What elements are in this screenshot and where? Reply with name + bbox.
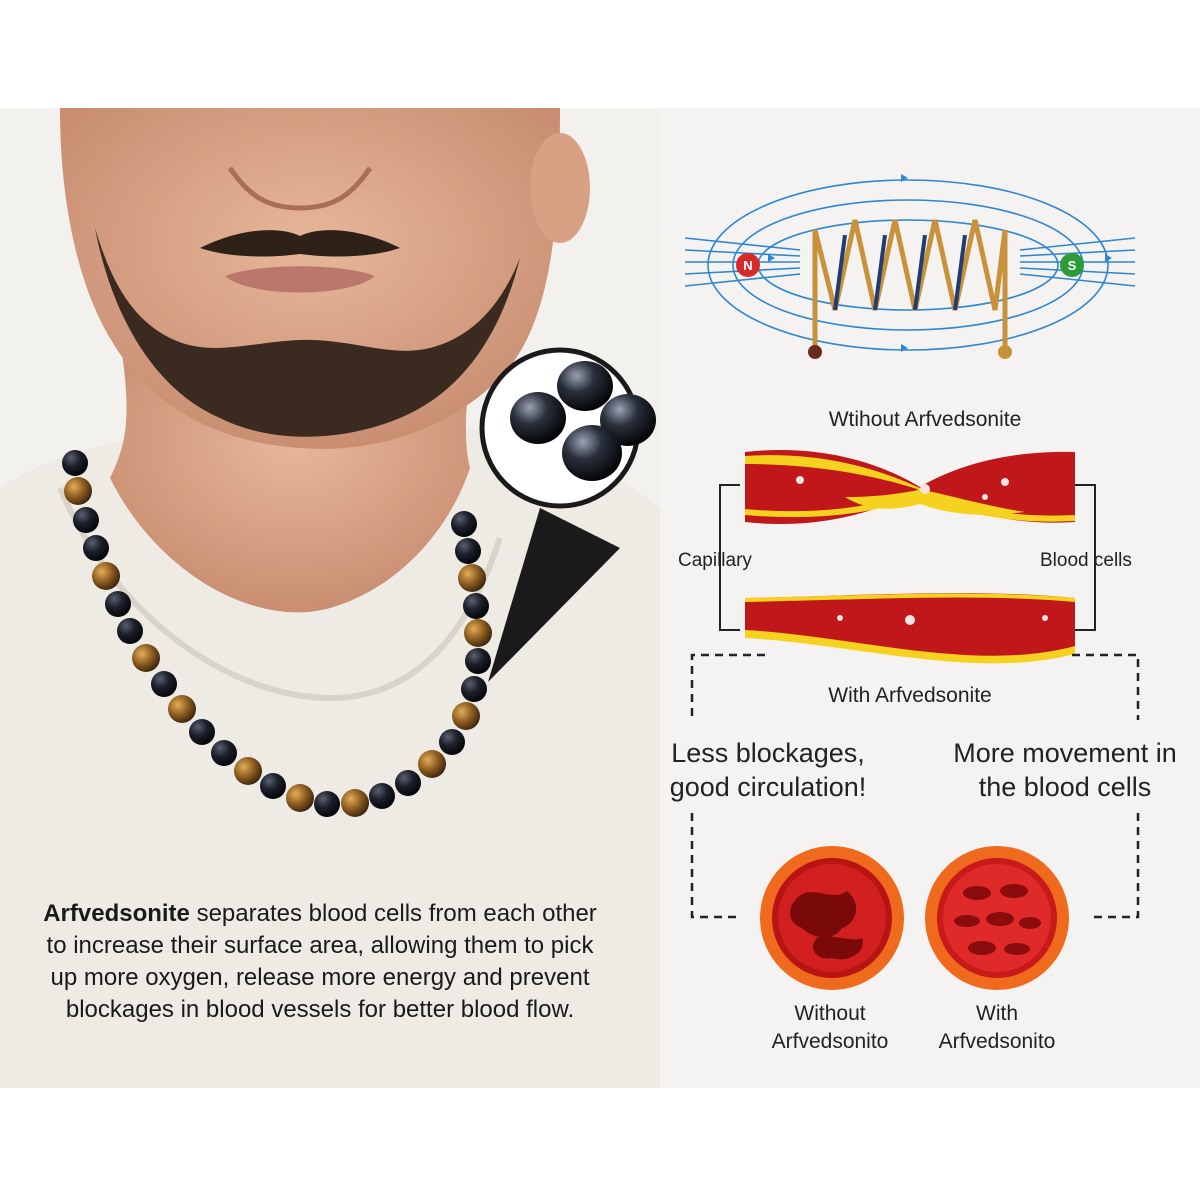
model-photo bbox=[0, 108, 660, 1088]
circle-left-caption: Without Arfvedsonito bbox=[745, 1000, 915, 1056]
stones-callout bbox=[479, 347, 656, 509]
description-rest: separates blood cells from each other to… bbox=[46, 900, 597, 1023]
benefit-left: Less blockages, good circulation! bbox=[669, 738, 867, 802]
without-label-top: Wtihout Arfvedsonite bbox=[828, 408, 1022, 431]
connector-lines bbox=[690, 484, 1140, 919]
circle-left-line2: Arfvedsonito bbox=[771, 1030, 889, 1053]
magnetic-field-diagram: N S bbox=[684, 174, 1136, 359]
blocked-vessel bbox=[745, 450, 1075, 525]
circle-left-line1: Without bbox=[794, 1002, 866, 1025]
capillary-label: Capillary bbox=[678, 550, 752, 571]
clear-vessel bbox=[745, 593, 1075, 664]
blood-cells-label: Blood cells bbox=[1040, 550, 1132, 571]
circle-right-line1: With bbox=[976, 1002, 1018, 1025]
cross-section-with bbox=[925, 846, 1069, 990]
benefit-right: More movement in the blood cells bbox=[953, 738, 1177, 802]
with-label-mid: With Arfvedsonite bbox=[828, 684, 992, 707]
description-text: Arfvedsonite separates blood cells from … bbox=[30, 898, 610, 1026]
cross-section-without bbox=[760, 846, 904, 990]
north-pole-label: N bbox=[743, 258, 752, 273]
description-bold: Arfvedsonite bbox=[43, 900, 190, 927]
necklace bbox=[62, 450, 492, 817]
south-pole-label: S bbox=[1068, 258, 1077, 273]
circle-right-line2: Arfvedsonito bbox=[938, 1030, 1056, 1053]
circle-right-caption: With Arfvedsonito bbox=[912, 1000, 1082, 1056]
